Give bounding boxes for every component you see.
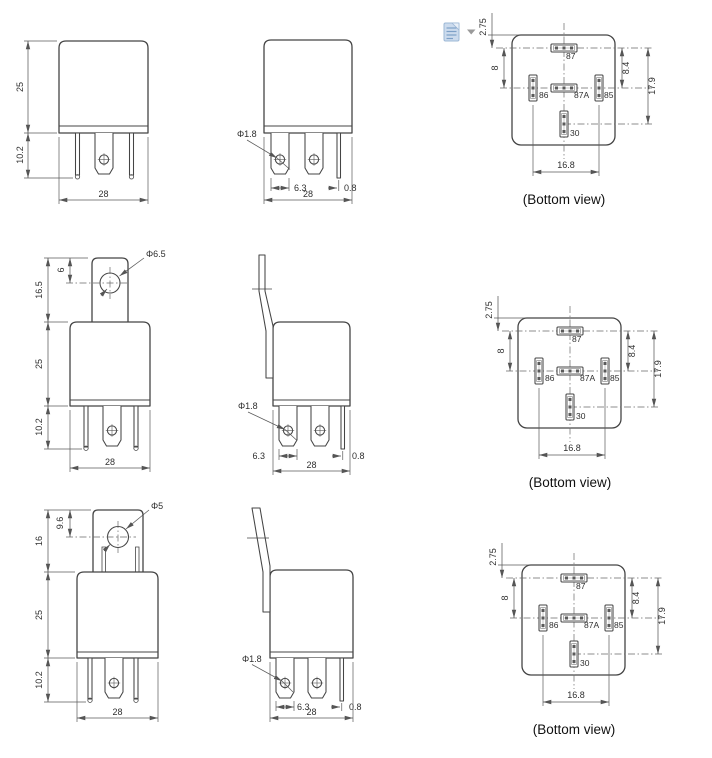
- dim-label-pin-length: 10.2: [34, 418, 44, 436]
- row2-front-view: Φ6.5 16.5 6 25 10.2 28: [34, 249, 166, 472]
- pin-tip: [133, 697, 139, 703]
- bottom-view-row1: [478, 13, 657, 207]
- dim-label-blade-width: 6.3: [294, 183, 307, 193]
- dim-label-pin-thickness: 0.8: [344, 183, 357, 193]
- dim-label-hole-offset: 9.6: [55, 517, 65, 530]
- pin-tip: [87, 697, 93, 703]
- leader-line: [247, 411, 286, 430]
- dim-label-body-height: 25: [34, 359, 44, 369]
- paste-icon: [443, 22, 460, 42]
- relay-body: [269, 569, 354, 659]
- pin-tip: [128, 174, 135, 180]
- dim-label-width: 28: [303, 189, 313, 199]
- pin-tip: [133, 445, 139, 451]
- pin-thin: [336, 132, 342, 179]
- relay-body: [272, 321, 351, 407]
- dim-label-bracket-hole: Φ6.5: [146, 249, 166, 259]
- pin-tip: [74, 174, 81, 180]
- dim-label-width: 28: [98, 189, 108, 199]
- leader-line: [119, 257, 145, 277]
- paste-options-button[interactable]: [443, 22, 476, 42]
- dim-label-pin-length: 10.2: [34, 671, 44, 689]
- dim-label-pin-thickness: 0.8: [349, 702, 362, 712]
- dim-label-width: 28: [105, 457, 115, 467]
- bottom-view-row2: [484, 296, 663, 490]
- dim-label-pin-length: 10.2: [15, 146, 25, 164]
- dim-label-body-height: 25: [15, 82, 25, 92]
- dim-label-width: 28: [112, 707, 122, 717]
- row3-front-view: Φ5 16 9.6 25 10.2 28: [34, 501, 163, 722]
- row1-side-view: Φ1.8 6.3 0.8 28: [237, 39, 357, 204]
- dim-label-width: 28: [306, 460, 316, 470]
- bracket-notch-right: [135, 546, 140, 572]
- pin-left: [83, 405, 89, 448]
- dim-label-blade-width: 6.3: [297, 702, 310, 712]
- dim-label-bracket-height: 16: [34, 536, 44, 546]
- dim-label-bracket-hole: Φ5: [151, 501, 163, 511]
- mounting-bracket-side: [247, 507, 271, 613]
- relay-body: [76, 571, 159, 659]
- dropdown-arrow-icon: [467, 29, 476, 35]
- leader-line: [125, 509, 150, 530]
- pin-tip: [83, 445, 89, 451]
- dim-label-hole-offset: 6: [56, 267, 66, 272]
- dim-label-pin-hole: Φ1.8: [242, 654, 262, 664]
- dim-label-width: 28: [306, 707, 316, 717]
- leader-line: [246, 139, 278, 159]
- row1-front-view: 25 10.2 28: [15, 40, 149, 204]
- pin-right: [128, 132, 135, 176]
- pin-left: [87, 657, 93, 700]
- dim-label-pin-thickness: 0.8: [352, 451, 365, 461]
- relay-body: [69, 321, 151, 407]
- mounting-bracket-side: [252, 254, 274, 379]
- relay-body: [263, 39, 353, 134]
- leader-line: [251, 664, 283, 682]
- pin-right: [133, 657, 139, 700]
- pin-thin: [340, 405, 346, 450]
- dim-label-bracket-height: 16.5: [34, 281, 44, 299]
- pin-thin: [339, 657, 345, 702]
- row2-side-view: Φ1.8 6.3 0.8 28: [238, 254, 365, 475]
- relay-body: [58, 40, 149, 134]
- pin-left: [74, 132, 81, 176]
- pin-right: [133, 405, 139, 448]
- dim-label-body-height: 25: [34, 610, 44, 620]
- bottom-view-row3: [488, 543, 667, 737]
- dim-label-blade-width: 6.3: [252, 451, 265, 461]
- row3-side-view: Φ1.8 6.3 0.8 28: [242, 507, 362, 722]
- dim-label-pin-hole: Φ1.8: [238, 401, 258, 411]
- dim-label-pin-hole: Φ1.8: [237, 129, 257, 139]
